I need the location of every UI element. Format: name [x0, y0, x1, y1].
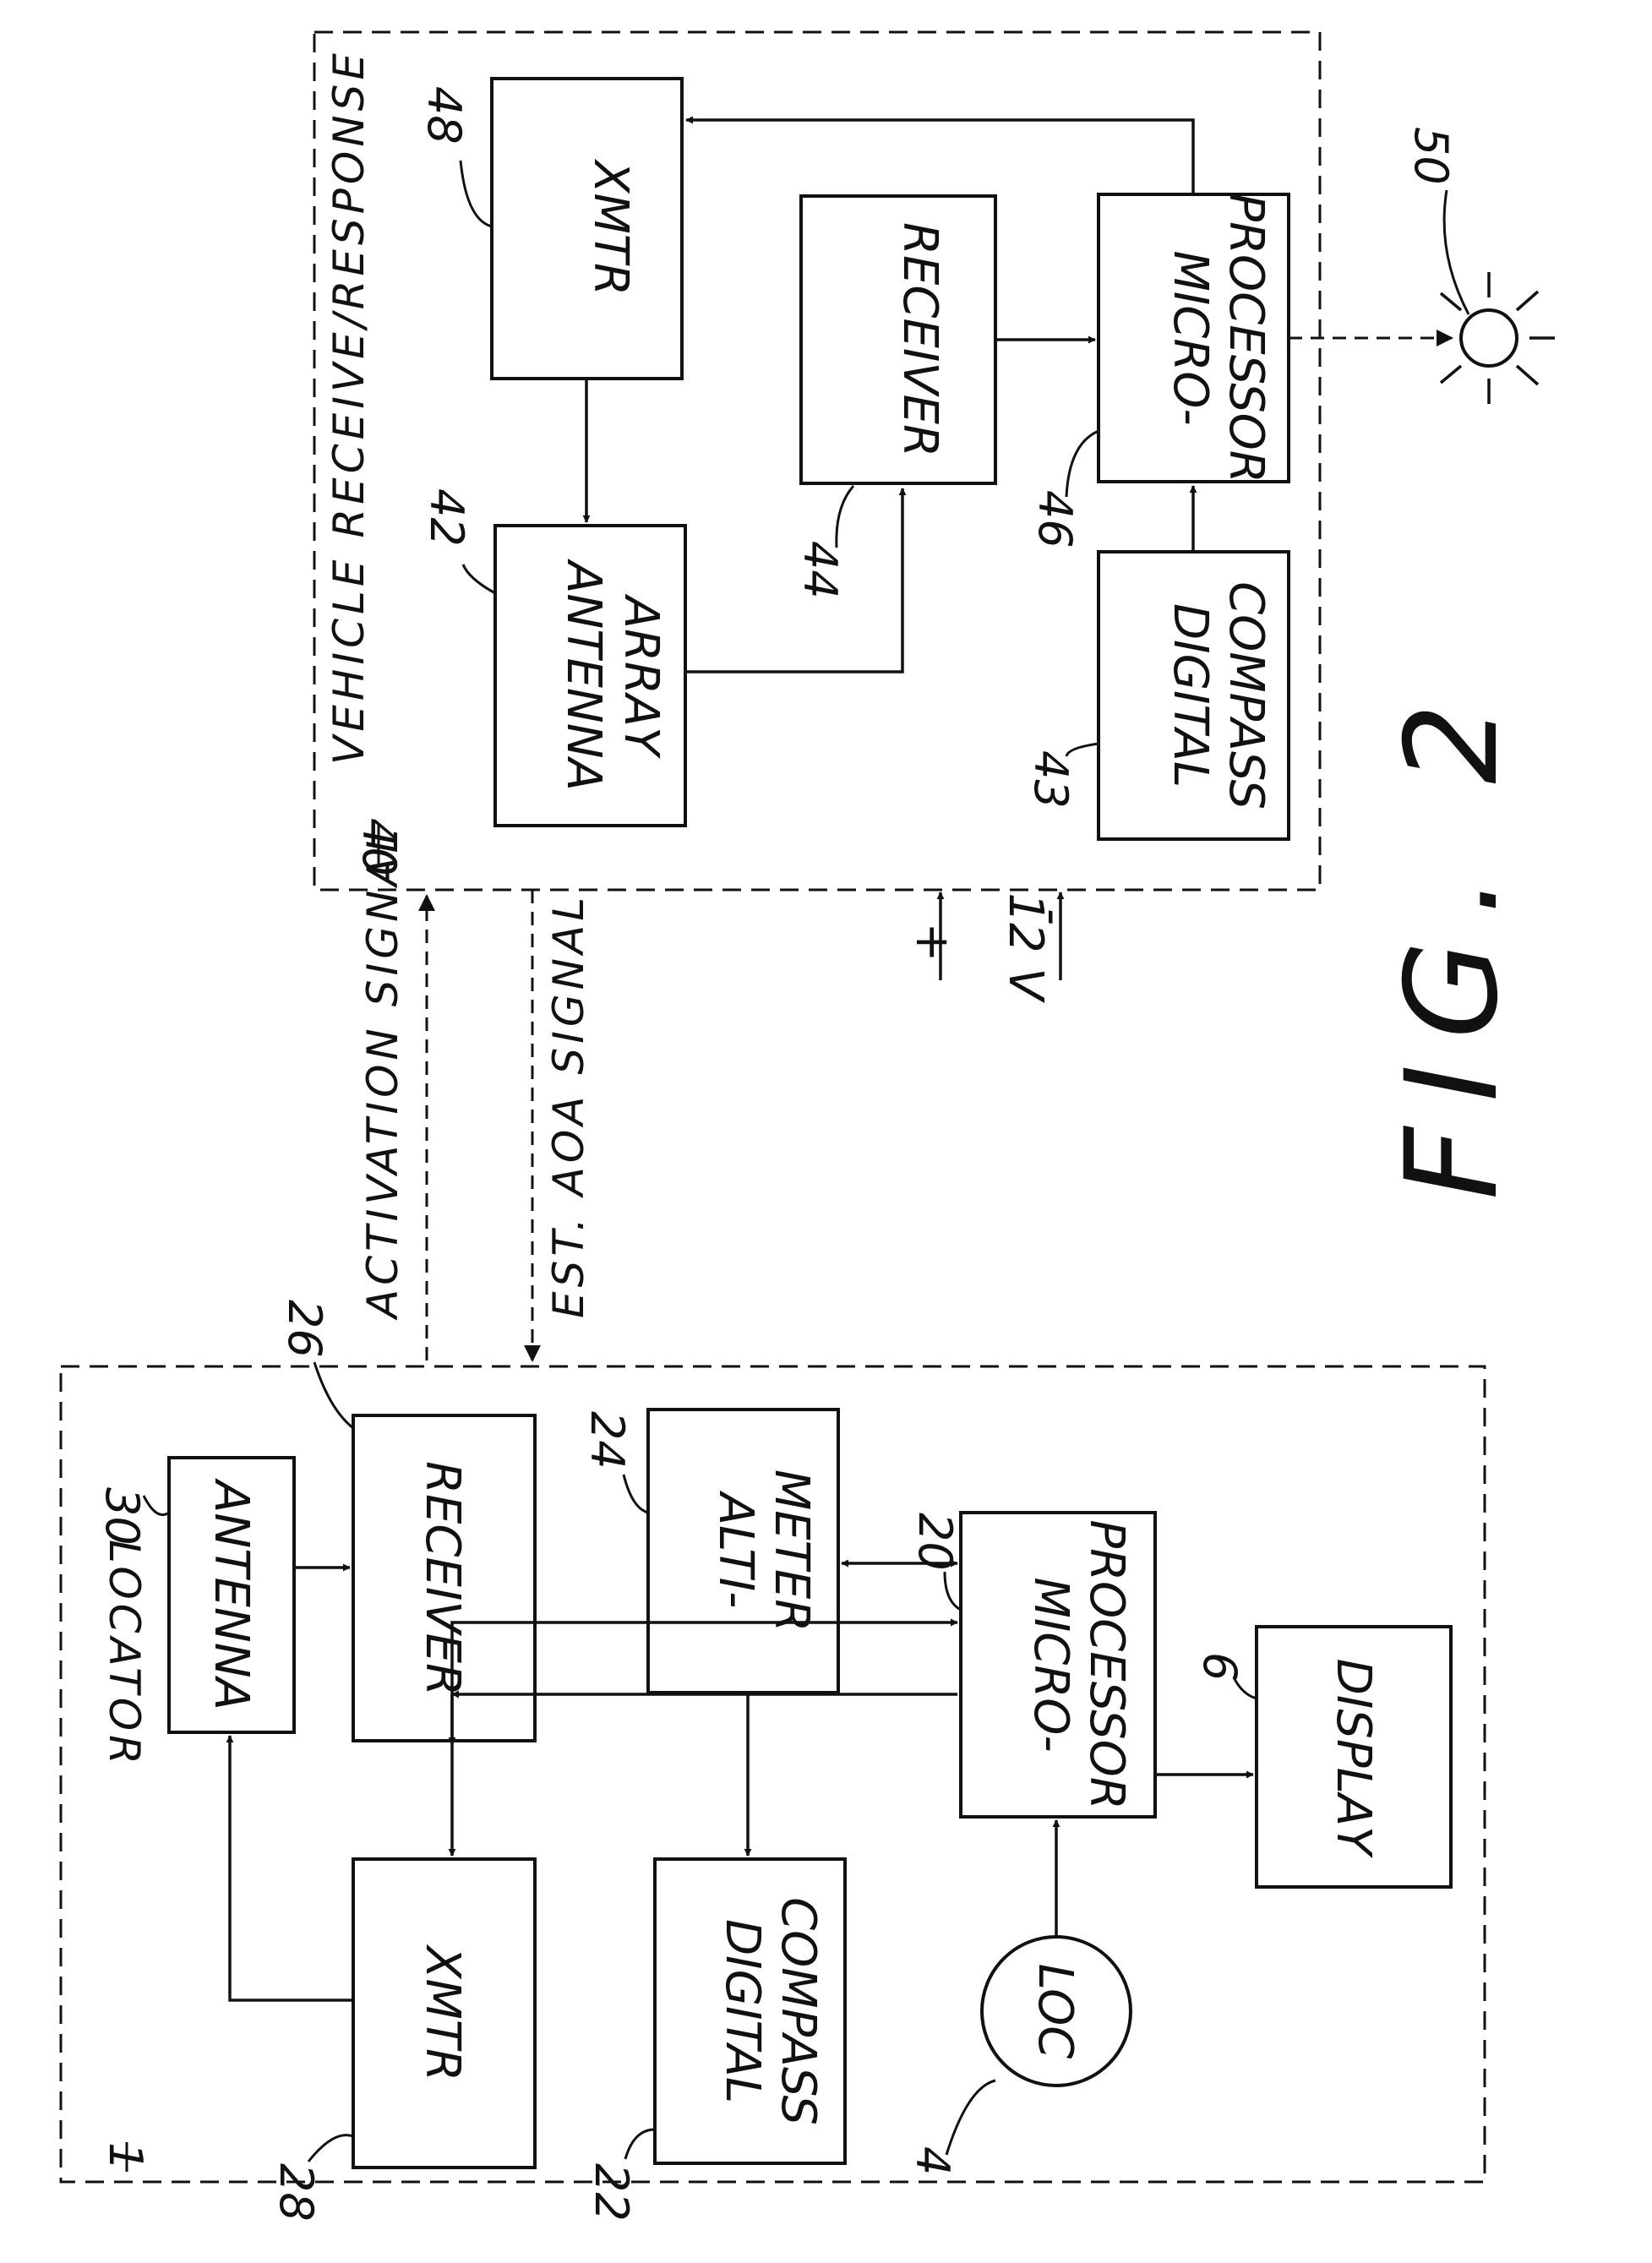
locator-micro-label-line1: MICRO-: [1023, 1577, 1078, 1752]
leader-48: [459, 160, 493, 228]
leader-24: [622, 1474, 649, 1514]
antenna-array-to-receiver-arrow: [685, 488, 907, 673]
vehicle-micro-label-line2: PROCESSOR: [1219, 193, 1273, 483]
locator-display-block: [1255, 1625, 1453, 1889]
vehicle-receiver-label: RECEIVER: [892, 222, 947, 457]
leader-42: [461, 564, 496, 595]
power-minus-sign: -: [1026, 908, 1081, 925]
leader-20: [943, 1571, 962, 1611]
locator-xmtr-label: XMTR: [415, 1944, 470, 2081]
ref-6: 6: [1193, 1652, 1246, 1681]
power-plus-sign: +: [905, 923, 960, 962]
vehicle-micro-label-line1: MICRO-: [1163, 250, 1218, 425]
power-voltage-label: 12 V: [998, 892, 1053, 1003]
leader-46: [1065, 429, 1099, 498]
ref-22: 22: [585, 2163, 638, 2222]
leader-44: [835, 485, 855, 548]
microprocessor-to-xmtr-arrow: [685, 116, 1195, 194]
locator-digital-compass-block: [653, 1857, 847, 2165]
leader-4: [945, 2079, 996, 2156]
indicator-light-icon: [1439, 272, 1555, 404]
vehicle-antenna-array-block: [493, 524, 687, 827]
leader-50: [1442, 189, 1470, 315]
ref-28: 28: [270, 2163, 323, 2222]
locator-altimeter-label-line1: ALTI-: [708, 1491, 763, 1609]
locator-compass-label-line1: DIGITAL: [715, 1919, 770, 2103]
receiver-microprocessor-bus: [448, 1618, 958, 1745]
activation-signal-label: ACTIVATION SIGNAL: [358, 826, 407, 1321]
vehicle-compass-label-line1: DIGITAL: [1163, 603, 1218, 788]
figure-label: FIG. 2: [1379, 678, 1526, 1200]
vehicle-antenna-label-line2: ARRAY: [613, 594, 668, 759]
ref-50: 50: [1404, 127, 1458, 185]
locator-unit-title: LOCATOR: [100, 1540, 149, 1769]
leader-28: [307, 2134, 354, 2162]
ref-20: 20: [908, 1513, 962, 1571]
locator-loc-label: LOC: [1028, 1964, 1082, 2059]
vehicle-antenna-label-line1: ANTENNA: [556, 559, 611, 791]
vehicle-compass-label-line2: COMPASS: [1219, 581, 1273, 810]
locator-microprocessor-block: [959, 1511, 1157, 1819]
leader-6: [1232, 1677, 1257, 1700]
ref-44: 44: [793, 541, 847, 599]
ref-43: 43: [1024, 750, 1077, 809]
locator-antenna-label: ANTENNA: [204, 1478, 259, 1710]
locator-receiver-block: [352, 1414, 537, 1742]
ref-24: 24: [581, 1411, 634, 1470]
locator-display-label: DISPLAY: [1326, 1659, 1381, 1858]
leader-26: [313, 1361, 354, 1430]
locator-xmtr-block: [352, 1857, 537, 2169]
vehicle-unit-boundary: [313, 30, 1322, 892]
leader-30: [142, 1495, 170, 1516]
locator-altimeter-label-line2: METER: [764, 1470, 819, 1632]
xmtr-to-antenna-arrow: [226, 1735, 353, 2002]
ref-26: 26: [278, 1300, 331, 1358]
locator-receiver-label: RECEIVER: [415, 1461, 470, 1696]
ref-30: 30: [95, 1487, 149, 1546]
leader-43: [1065, 742, 1099, 757]
aoa-signal-label: EST. AOA SIGNAL: [544, 893, 593, 1318]
locator-antenna-block: [167, 1456, 296, 1734]
locator-micro-label-line2: PROCESSOR: [1079, 1519, 1134, 1809]
ref-48: 48: [417, 86, 471, 145]
ref-42: 42: [420, 488, 473, 547]
leader-22: [624, 2128, 656, 2160]
locator-compass-label-line2: COMPASS: [771, 1897, 826, 2125]
vehicle-xmtr-label: XMTR: [583, 158, 638, 296]
vehicle-unit-title: VEHICLE RECEIVE/RESPONSE: [324, 49, 373, 765]
ref-4: 4: [906, 2146, 959, 2175]
ref-46: 46: [1028, 490, 1082, 548]
